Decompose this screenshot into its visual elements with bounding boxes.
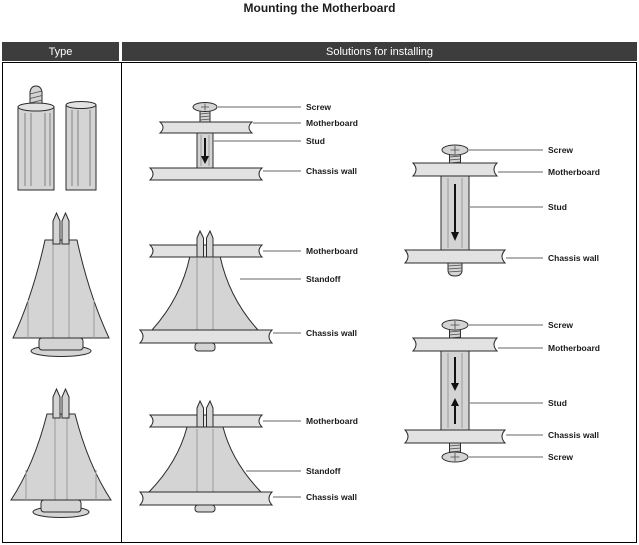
label-chassis-wall: Chassis wall	[548, 253, 599, 263]
label-standoff: Standoff	[306, 274, 341, 284]
label-chassis-wall: Chassis wall	[548, 430, 599, 440]
leader-lines	[240, 250, 301, 334]
label-standoff: Standoff	[306, 466, 341, 476]
column-header-type: Type	[2, 42, 119, 61]
label-motherboard: Motherboard	[306, 416, 358, 426]
label-motherboard: Motherboard	[306, 118, 358, 128]
label-chassis-wall: Chassis wall	[306, 328, 357, 338]
type-plastic-standoff-a-illustration	[12, 211, 110, 357]
type-metal-stud-illustration	[17, 85, 97, 191]
leader-lines	[469, 324, 543, 458]
diagram-screw-stud-mount: Screw Motherboard Stud Chassis wall	[148, 102, 358, 181]
column-header-solutions: Solutions for installing	[122, 42, 637, 61]
label-screw: Screw	[306, 102, 331, 112]
table-border	[2, 62, 637, 543]
diagram-long-stud-mount: Screw Motherboard Stud Chassis wall	[403, 144, 600, 277]
label-chassis-wall: Chassis wall	[306, 492, 357, 502]
type-plastic-standoff-b-illustration	[10, 387, 112, 518]
label-motherboard: Motherboard	[306, 246, 358, 256]
label-chassis-wall: Chassis wall	[306, 166, 357, 176]
diagram-double-screw-mount: Screw Motherboard Stud Chassis wall Scre…	[403, 319, 600, 463]
page-title: Mounting the Motherboard	[243, 1, 396, 15]
label-screw-top: Screw	[548, 320, 573, 330]
leader-lines	[469, 149, 543, 259]
label-screw: Screw	[548, 145, 573, 155]
table-header: Type Solutions for installing	[2, 42, 637, 61]
label-motherboard: Motherboard	[548, 167, 600, 177]
label-screw-bottom: Screw	[548, 452, 573, 462]
label-stud: Stud	[306, 136, 325, 146]
diagram-standoff-a-mount: Motherboard Standoff Chassis wall	[138, 229, 358, 352]
label-stud: Stud	[548, 202, 567, 212]
label-stud: Stud	[548, 398, 567, 408]
leader-lines	[246, 420, 301, 498]
leader-lines	[214, 106, 301, 172]
diagram-standoff-b-mount: Motherboard Standoff Chassis wall	[138, 399, 358, 513]
label-motherboard: Motherboard	[548, 343, 600, 353]
